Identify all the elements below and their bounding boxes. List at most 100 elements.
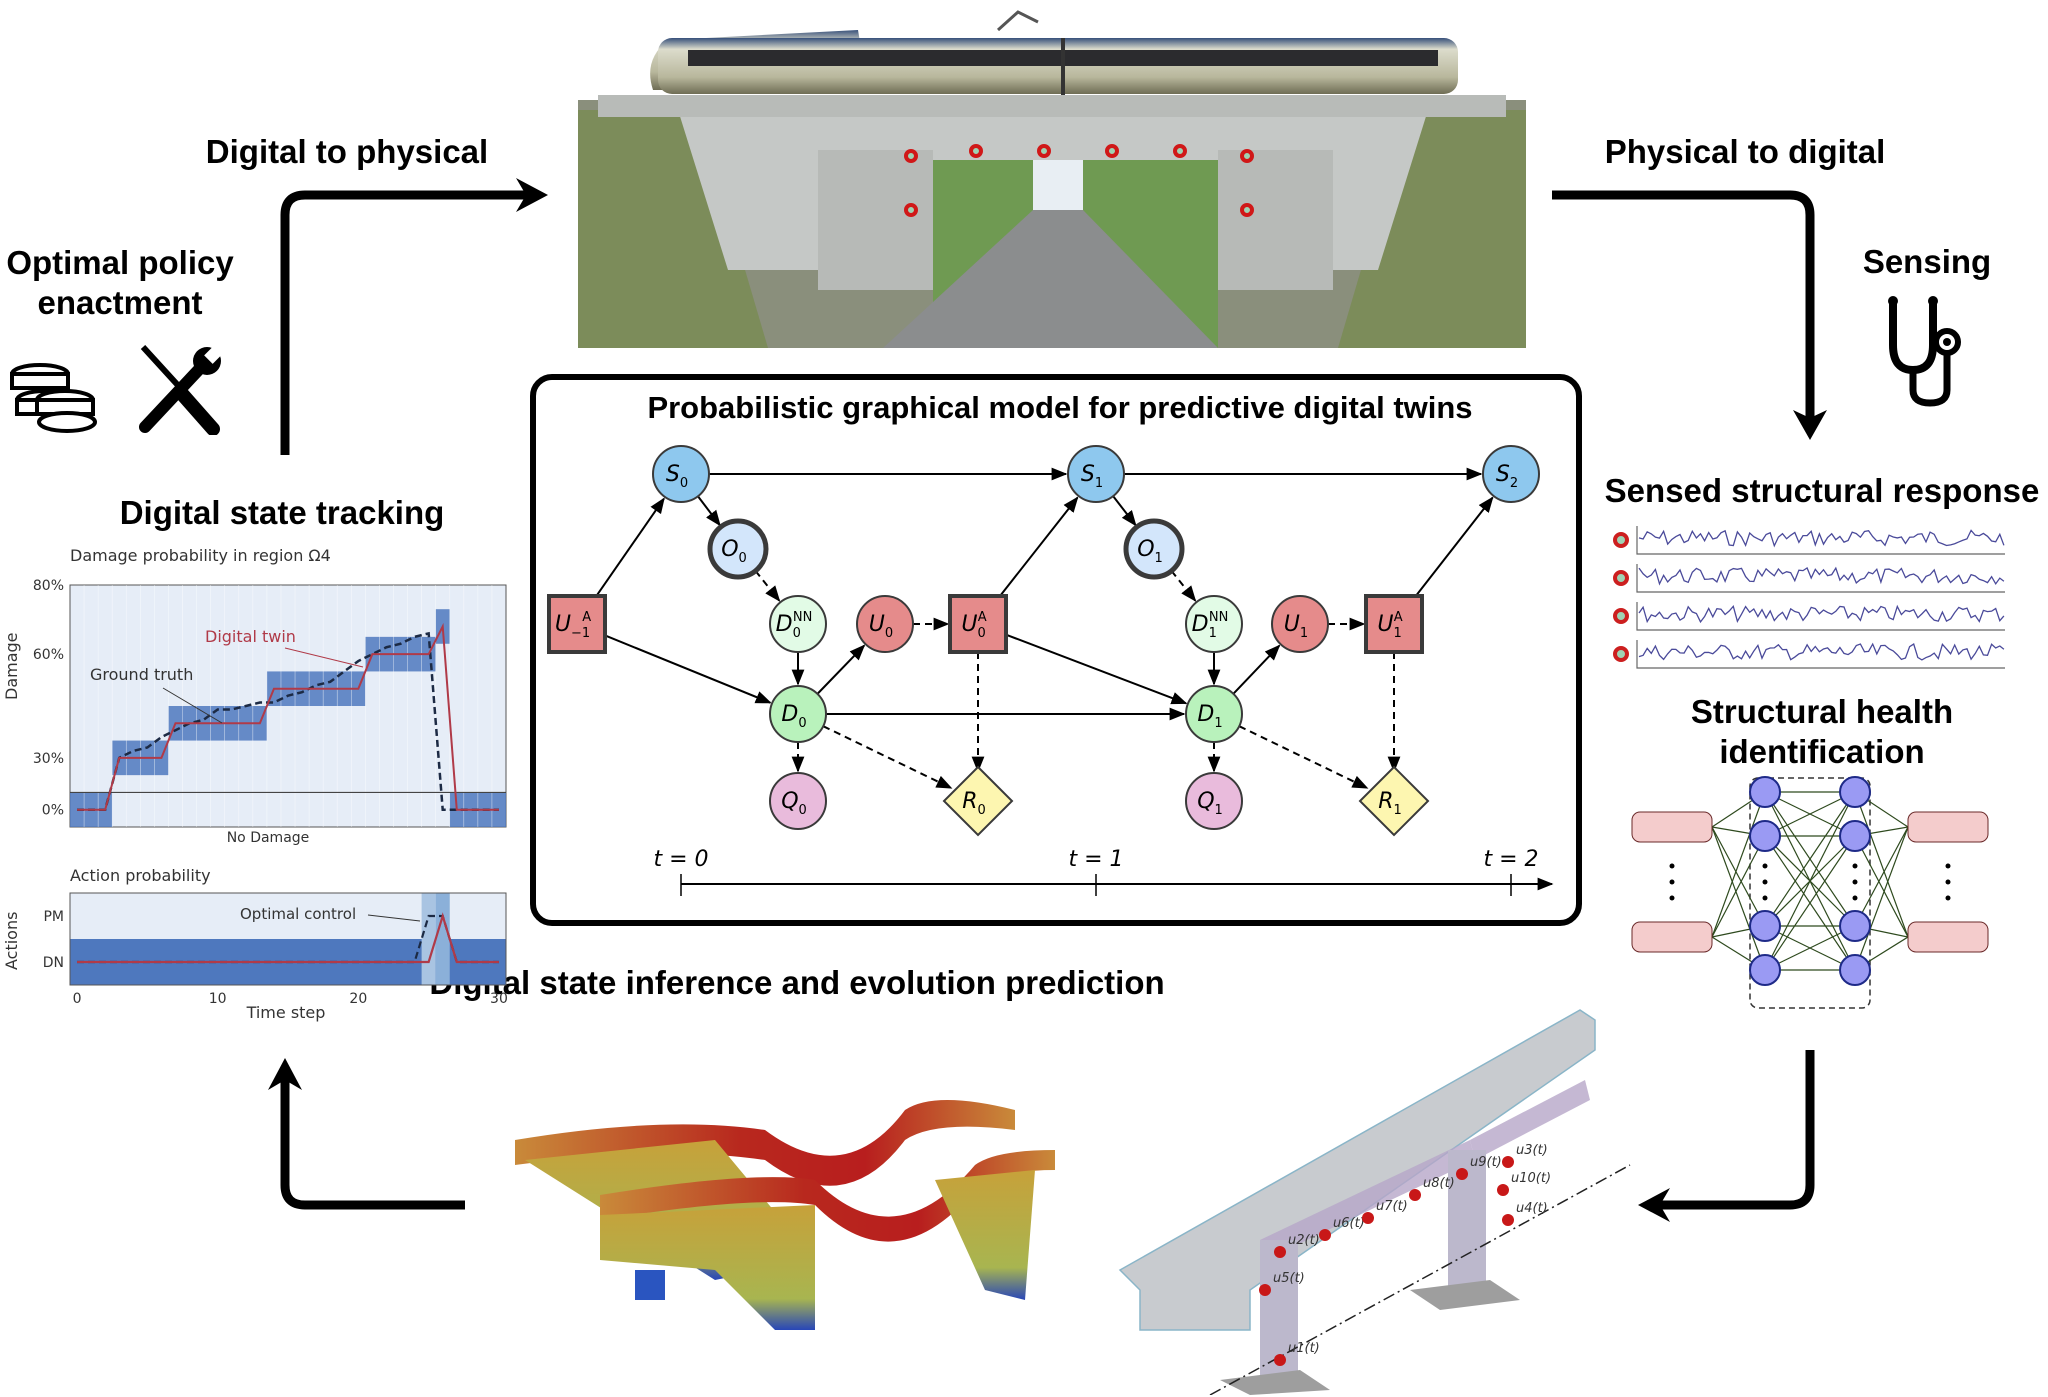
time-label-0: t = 0: [653, 847, 708, 872]
node-U1: U1: [1271, 595, 1329, 653]
nn-node: [1749, 820, 1781, 852]
header-state-tracking: Digital state tracking: [119, 494, 445, 531]
nn-node: [1749, 776, 1781, 808]
fem-deformed-bridge: [515, 1100, 1055, 1330]
node-S0: S0: [652, 445, 710, 503]
action-chart-xlabel: Time step: [246, 1003, 326, 1022]
sensor-label-1: u1(t): [1288, 1341, 1320, 1356]
xtick-30: 30: [490, 991, 508, 1007]
sensor-label-7: u7(t): [1376, 1199, 1408, 1214]
ellipsis-dot: [1852, 863, 1858, 869]
node-DNN0: D0NN: [769, 595, 827, 653]
ytick-DN: DN: [43, 955, 64, 971]
signal-trace: [1638, 604, 2005, 624]
schematic-sensor: [1456, 1168, 1468, 1180]
node-R0: R0: [942, 765, 1014, 837]
tools-icon: [139, 345, 224, 435]
ytick-PM: PM: [43, 909, 64, 925]
edge-UAm1-S0: [592, 497, 665, 602]
ytick-60%: 60%: [33, 647, 64, 663]
nn-node: [1839, 954, 1871, 986]
edge-D0-R0: [822, 725, 953, 789]
sensor-markers: [904, 144, 1254, 217]
time-label-2: t = 2: [1483, 847, 1538, 872]
header-optimal-policy-line1: Optimal policy: [6, 244, 234, 281]
nn-node: [1749, 954, 1781, 986]
heat-cell: [421, 893, 436, 985]
edge-S0-O0: [697, 495, 721, 527]
train: [650, 10, 1458, 95]
schematic-beam: [1260, 1140, 1475, 1260]
arrow-digital-to-physical: [280, 190, 530, 455]
node-UAm1: U−1A: [547, 594, 607, 654]
sensor-marker: [1613, 532, 1629, 548]
annot-no-damage: No Damage: [227, 830, 310, 846]
nn-output-box: [1907, 921, 1989, 953]
node-DNN1: D1NN: [1185, 595, 1243, 653]
node-D0: D0: [769, 685, 827, 743]
ellipsis-dot: [1945, 895, 1951, 901]
ellipsis-dot: [1945, 863, 1951, 869]
edge-S1-O1: [1112, 495, 1137, 527]
nn-input-box: [1631, 811, 1713, 843]
shm-neural-network: [1631, 776, 1989, 1009]
fem-deck-front: [600, 1150, 1055, 1242]
arrowhead-left: [1638, 1188, 1670, 1222]
node-label-UA1: U1A: [1377, 610, 1402, 641]
schematic-sensor: [1502, 1156, 1514, 1168]
header-shm-line2: identification: [1719, 733, 1925, 770]
ellipsis-dot: [1669, 863, 1675, 869]
ellipsis-dot: [1762, 895, 1768, 901]
xtick-10: 10: [209, 991, 227, 1007]
ellipsis-dot: [1669, 879, 1675, 885]
schematic-sensor: [1362, 1212, 1374, 1224]
ellipsis-dot: [1762, 879, 1768, 885]
arrow-physical-to-digital: [1552, 190, 1815, 420]
node-S1: S1: [1067, 445, 1125, 503]
schematic-sensor: [1502, 1214, 1514, 1226]
ytick-0%: 0%: [42, 803, 64, 819]
schematic-sensor: [1409, 1189, 1421, 1201]
node-O1: O1: [1123, 518, 1185, 580]
nn-output-box: [1907, 811, 1989, 843]
header-physical-to-digital: Physical to digital: [1604, 133, 1886, 170]
node-Q0: Q0: [769, 772, 827, 830]
fem-deck-back: [515, 1100, 1015, 1186]
action-series-digital-twin: [77, 912, 499, 964]
coins-icon: [10, 363, 97, 433]
signal-trace: [1638, 566, 2005, 586]
ellipsis-dot: [1852, 895, 1858, 901]
node-UA0: U0A: [948, 594, 1008, 654]
schematic-deck: [1118, 1009, 1596, 1331]
node-O0: O0: [707, 518, 769, 580]
series-ground-truth: [77, 631, 499, 811]
signal-trace: [1638, 642, 2005, 661]
annot-ground-truth: Ground truth: [90, 665, 193, 684]
arrowhead-down: [1793, 410, 1827, 440]
edge-O1-DNN1: [1170, 570, 1197, 602]
ellipsis-dot: [1669, 895, 1675, 901]
sensed-signals: [1613, 526, 2005, 669]
annot-optimal-control: Optimal control: [240, 905, 356, 923]
node-S2: S2: [1482, 445, 1540, 503]
sensor-marker: [1613, 646, 1629, 662]
header-optimal-policy-line2: enactment: [37, 284, 203, 321]
ytick-80%: 80%: [33, 578, 64, 594]
schematic-sensor: [1497, 1184, 1509, 1196]
edge-UA1-S2: [1410, 496, 1494, 603]
nn-node: [1749, 910, 1781, 942]
bridge-train-photo: [578, 0, 1526, 348]
schematic-sensor: [1319, 1229, 1331, 1241]
arrowhead-up: [268, 1058, 302, 1090]
schematic-sensor: [1259, 1284, 1271, 1296]
node-Q1: Q1: [1185, 772, 1243, 830]
node-D1: D1: [1185, 685, 1243, 743]
header-optimal-policy: Optimal policy enactment: [6, 243, 233, 323]
header-sensed-response: Sensed structural response: [1604, 472, 2040, 509]
nn-input-box: [1631, 921, 1713, 953]
xtick-0: 0: [73, 991, 82, 1007]
arrowhead-right: [516, 178, 548, 212]
